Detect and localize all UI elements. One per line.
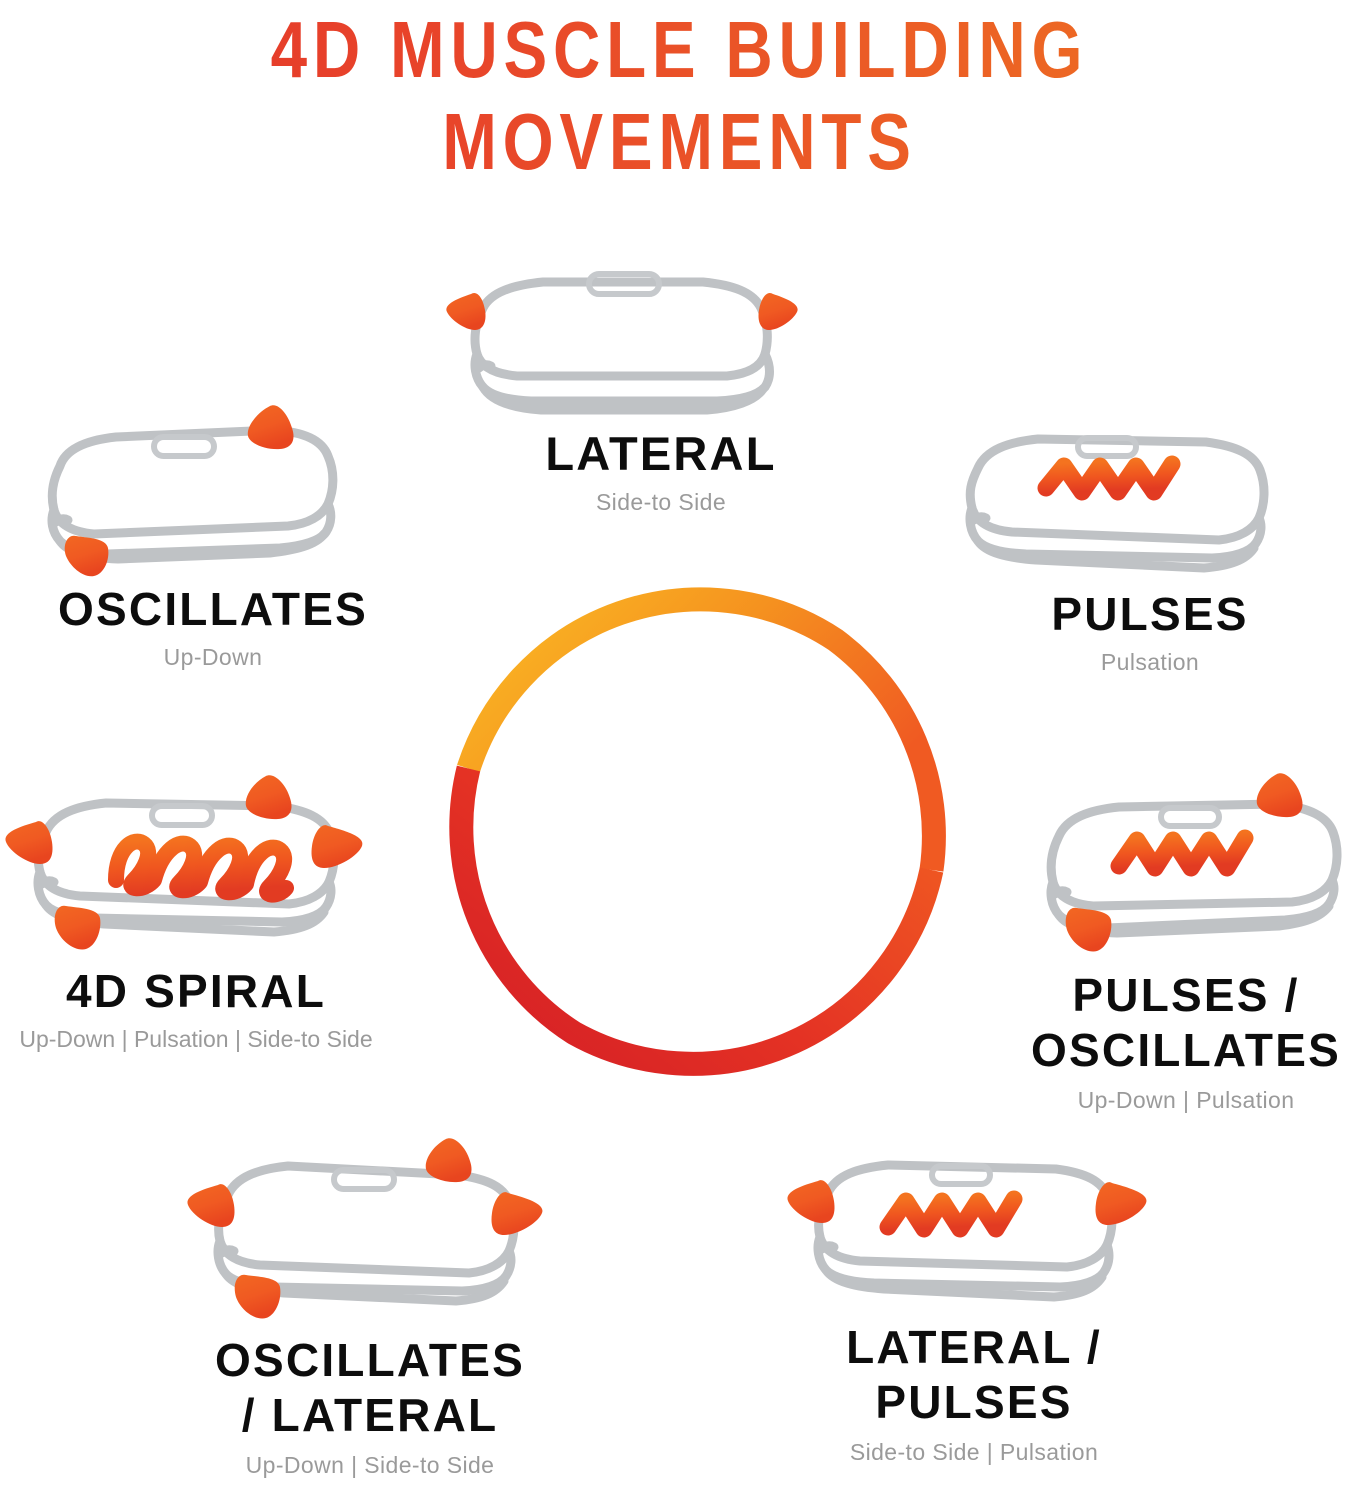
arrow-up-icon <box>245 775 292 820</box>
arrow-left-icon <box>787 1180 835 1223</box>
movement-4d-spiral: 4D SPIRAL Up-Down | Pulsation | Side-to … <box>0 770 398 1054</box>
movement-oscillates-lateral: OSCILLATES / LATERAL Up-Down | Side-to S… <box>170 1133 570 1480</box>
movement-sublabel: Up-Down | Pulsation <box>1077 1087 1295 1113</box>
arrow-right-icon <box>491 1192 543 1235</box>
movement-oscillates: OSCILLATES Up-Down <box>8 398 418 672</box>
movement-sublabel: Up-Down | Side-to Side <box>245 1452 495 1478</box>
movement-sublabel: Up-Down <box>163 644 263 670</box>
arrow-right-icon <box>311 825 363 868</box>
movement-sublabel: Pulsation <box>1100 649 1200 675</box>
arrow-left-icon <box>187 1184 235 1227</box>
device-icon-oscillates <box>8 398 418 583</box>
movement-pulses-oscillates: PULSES / OSCILLATES Up-Down | Pulsation <box>1013 768 1359 1115</box>
device-icon-pulses <box>948 428 1352 588</box>
arrow-down-icon <box>64 535 109 577</box>
arrow-right-icon <box>758 292 798 330</box>
title-line-2: MOVEMENTS <box>122 96 1236 188</box>
movement-pulses: PULSES Pulsation <box>948 428 1352 677</box>
movement-label: LATERAL / PULSES <box>846 1321 1102 1428</box>
device-icon-pulses-oscillates <box>1013 768 1359 968</box>
movement-lateral: LATERAL Side-to Side <box>421 268 901 517</box>
title-line-1: 4D MUSCLE BUILDING <box>122 4 1236 96</box>
device-icon-lateral <box>421 268 901 428</box>
device-icon-4d-spiral <box>0 770 398 965</box>
movement-label: 4D SPIRAL <box>65 965 327 1017</box>
movement-sublabel: Up-Down | Pulsation | Side-to Side <box>19 1026 373 1052</box>
movement-label: PULSES / OSCILLATES <box>1031 969 1341 1076</box>
arrow-down-icon <box>234 1274 281 1319</box>
center-gradient-ring <box>449 578 961 1090</box>
movement-label: LATERAL <box>545 427 777 480</box>
arrow-left-icon <box>446 292 486 330</box>
spiral-coil-icon <box>108 833 294 903</box>
movement-label: OSCILLATES <box>58 583 368 635</box>
device-icon-lateral-pulses <box>772 1155 1176 1320</box>
movement-lateral-pulses: LATERAL / PULSES Side-to Side | Pulsatio… <box>772 1155 1176 1467</box>
pulse-wave-icon <box>1110 829 1254 877</box>
movement-sublabel: Side-to Side <box>595 489 727 515</box>
device-icon-oscillates-lateral <box>170 1133 570 1333</box>
pulse-wave-icon <box>1037 455 1181 501</box>
arrow-up-icon <box>425 1138 472 1183</box>
arrow-down-icon <box>1065 907 1112 952</box>
pulse-wave-icon <box>879 1190 1023 1238</box>
movement-sublabel: Side-to Side | Pulsation <box>849 1439 1099 1465</box>
arrow-up-icon <box>247 405 294 450</box>
movement-label: OSCILLATES / LATERAL <box>215 1334 525 1441</box>
arrow-down-icon <box>54 905 101 950</box>
page-title: 4D MUSCLE BUILDING MOVEMENTS <box>0 4 1359 188</box>
movement-label: PULSES <box>1051 588 1249 640</box>
arrow-up-icon <box>1256 773 1303 818</box>
arrow-right-icon <box>1095 1182 1147 1225</box>
arrow-left-icon <box>5 821 53 864</box>
